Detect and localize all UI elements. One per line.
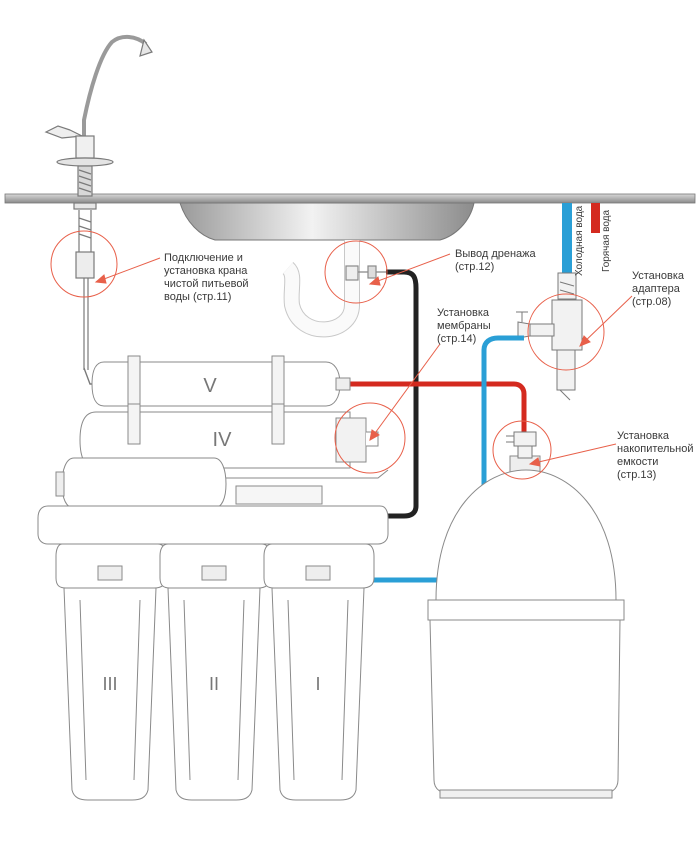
prefilter-housing-ii xyxy=(159,543,271,801)
label-faucet-installation: Подключение и установка крана чистой пит… xyxy=(164,252,249,303)
label-tank-installation: Установка накопительной емкости (стр.13) xyxy=(617,430,694,481)
label-membrane-installation: Установка мембраны (стр.14) xyxy=(437,307,491,345)
callout-arrow-drain xyxy=(369,253,451,285)
callout-arrow-tank xyxy=(529,443,617,465)
label-cold-water: Холодная вода xyxy=(574,205,585,276)
callout-arrow-adapter xyxy=(579,295,633,347)
hot-water-pipe xyxy=(591,203,600,233)
callout-circle-tank xyxy=(492,420,552,480)
callout-arrow-membrane xyxy=(369,343,441,441)
storage-tank xyxy=(427,455,625,799)
faucet xyxy=(44,35,153,385)
adapter xyxy=(516,272,583,401)
sink-bowl xyxy=(179,202,475,241)
mounting-bracket xyxy=(37,505,389,545)
membrane-outlet-tube-red xyxy=(350,381,527,434)
stage-i-label: I xyxy=(315,674,320,694)
drain-tube-black xyxy=(382,269,419,519)
stage-iv-membrane-housing xyxy=(79,403,379,469)
label-drain-output: Вывод дренажа (стр.12) xyxy=(455,248,536,273)
prefilter-housing-iii xyxy=(55,543,167,801)
callout-circle-membrane xyxy=(334,402,406,474)
prefilter-housing-i xyxy=(263,543,375,801)
stage-ii-label: II xyxy=(209,674,219,694)
callout-circle-drain xyxy=(324,240,388,304)
tank-valve xyxy=(506,431,537,459)
base-cartridge xyxy=(55,457,389,509)
drain-trap xyxy=(281,240,386,338)
cold-water-pipe xyxy=(562,203,572,273)
countertop xyxy=(4,193,696,204)
callout-circle-faucet xyxy=(50,230,118,298)
label-hot-water: Горячая вода xyxy=(601,209,612,272)
stage-v-label: V xyxy=(203,375,217,397)
callout-arrow-faucet xyxy=(95,257,161,283)
stage-iii-label: III xyxy=(102,674,117,694)
stage-iv-label: IV xyxy=(213,429,233,451)
stage-v-cartridge xyxy=(91,355,351,413)
callout-circle-adapter xyxy=(527,293,605,371)
label-adapter-installation: Установка адаптера (стр.08) xyxy=(632,270,684,308)
